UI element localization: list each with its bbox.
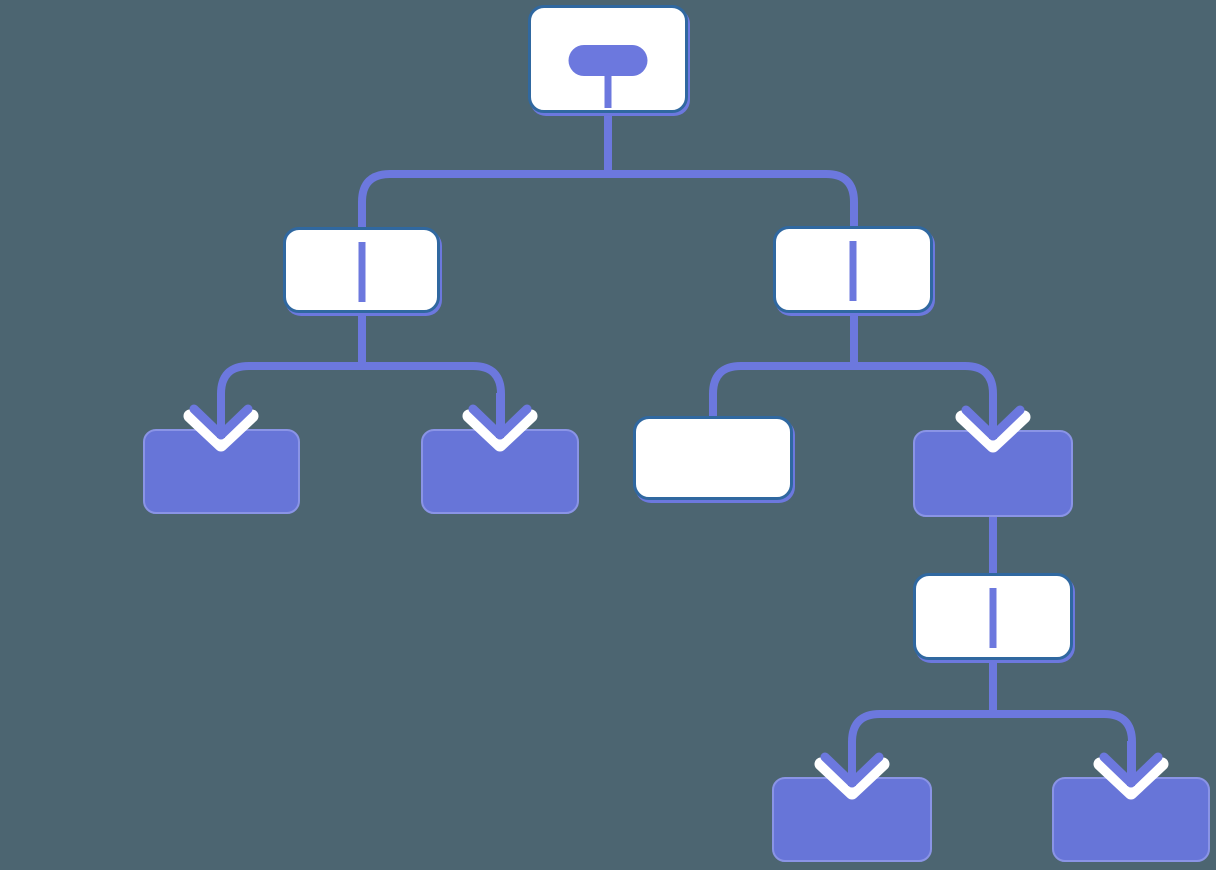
tree-node-root[interactable]	[528, 5, 688, 113]
node-vertical-line	[358, 242, 365, 302]
tree-node-leaf-bottom-1[interactable]	[772, 777, 932, 862]
tree-node-branch-left[interactable]	[283, 227, 440, 313]
tree-node-leaf-bottom-2[interactable]	[1052, 777, 1210, 862]
root-stem-glyph	[604, 74, 612, 108]
root-pill-glyph	[568, 45, 648, 76]
tree-node-branch-right[interactable]	[773, 226, 933, 313]
tree-node-child-right-collapsed[interactable]	[913, 430, 1073, 517]
tree-node-branch-bottom[interactable]	[913, 573, 1073, 660]
tree-node-leaf-left-2[interactable]	[421, 429, 579, 514]
node-vertical-line	[849, 241, 857, 301]
tree-node-leaf-left-1[interactable]	[143, 429, 300, 514]
tree-node-child-right-plain[interactable]	[633, 416, 793, 500]
node-vertical-line	[989, 588, 997, 648]
